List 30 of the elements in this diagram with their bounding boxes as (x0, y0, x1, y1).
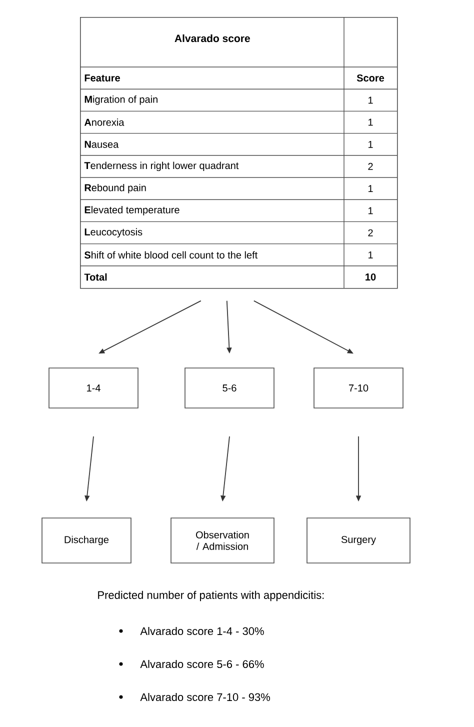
table-cell: Leucocytosis (84, 228, 142, 238)
bullet-item: Alvarado score 7-10 - 93% (140, 692, 270, 702)
outcome-box: Surgery (306, 518, 410, 564)
table-cell: Anorexia (84, 118, 124, 126)
table-cell: 1 (368, 96, 373, 104)
table-cell: Total (84, 273, 107, 281)
table-cell: Nausea (84, 140, 119, 148)
table-cell: Tenderness in right lower quadrant (84, 162, 239, 172)
bullet-item: Alvarado score 5-6 - 66% (140, 660, 264, 668)
range-box: 7-10 (314, 368, 404, 408)
range-box: 1-4 (48, 368, 138, 408)
table-cell: 10 (366, 273, 376, 281)
table-cell: 1 (368, 118, 373, 126)
table-cell: 1 (368, 140, 373, 148)
bullet-item: Alvarado score 1-4 - 30% (140, 626, 264, 636)
table-cell: 2 (368, 229, 373, 236)
table-cell: Shift of white blood cell count to the left (84, 251, 258, 259)
table-cell: Elevated temperature (84, 206, 180, 216)
table-cell: 1 (368, 207, 373, 214)
table-cell: 1 (368, 185, 373, 192)
table-cell: Migration of pain (84, 96, 158, 105)
outcome-box: Discharge (42, 518, 132, 564)
note-heading: Predicted number of patients with appendicitis: (98, 590, 324, 602)
table-cell: Rebound pain (84, 184, 146, 194)
outcome-box: Observation / Admission (170, 518, 274, 564)
table-cell: 2 (368, 162, 373, 170)
table-cell: Feature (84, 74, 120, 82)
table-cell: Score (356, 74, 384, 82)
table-cell: 1 (368, 251, 373, 258)
range-box: 5-6 (184, 368, 274, 408)
